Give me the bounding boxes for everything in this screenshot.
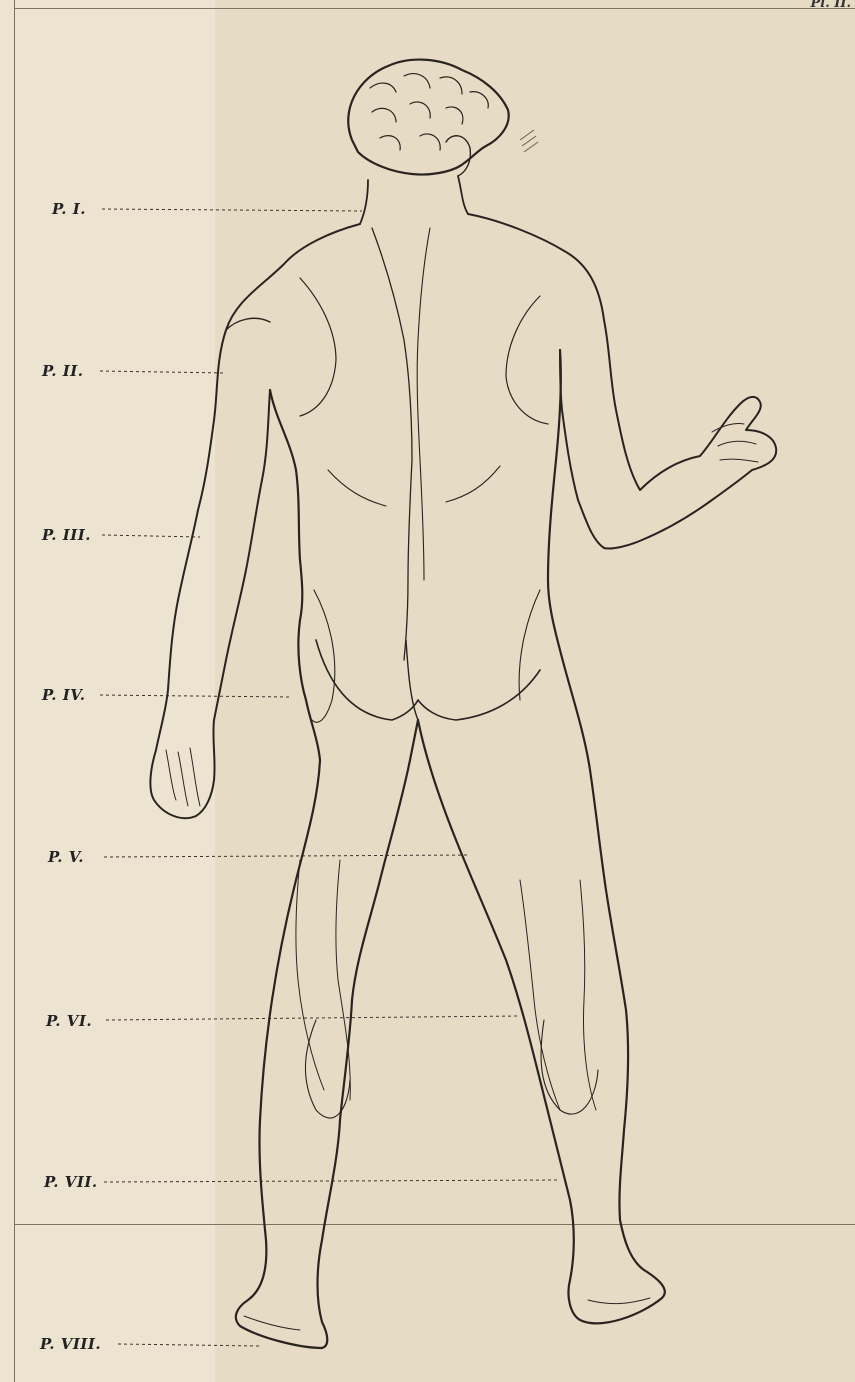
ink-marks (520, 130, 538, 152)
level-leader-lines (100, 209, 560, 1346)
figure-outline (150, 60, 776, 1348)
